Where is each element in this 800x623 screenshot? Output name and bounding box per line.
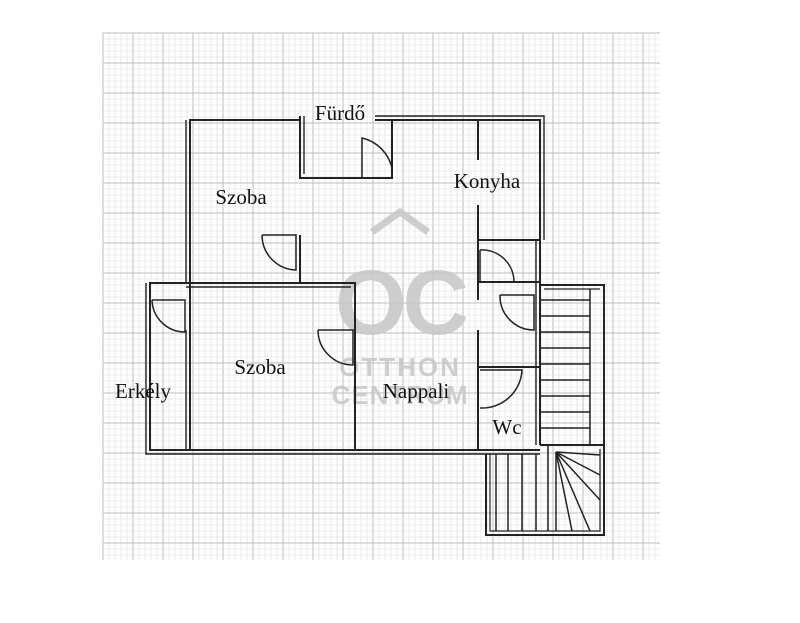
room-label-erkely: Erkély: [115, 379, 171, 403]
room-label-nappali: Nappali: [383, 379, 450, 403]
door-bathroom: [361, 137, 393, 178]
room-label-wc: Wc: [492, 415, 521, 439]
room-label-szoba-lower: Szoba: [234, 355, 286, 379]
door-hall: [499, 294, 535, 331]
walls: [145, 115, 605, 536]
stair-winder: [555, 451, 573, 532]
door-erkely: [151, 299, 186, 333]
watermark-line1: OTTHON: [339, 352, 461, 382]
stair-winder: [555, 451, 601, 456]
wall-erkely: [149, 282, 190, 451]
watermark: OC OTTHON CENTRUM: [332, 207, 471, 410]
room-label-furdo: Fürdő: [315, 101, 365, 125]
stair-winder: [555, 451, 601, 476]
stair-lower-enclosure: [485, 444, 605, 536]
door-szoba-upper: [261, 234, 297, 271]
door-wc: [479, 369, 523, 409]
doors: [151, 137, 535, 409]
room-label-konyha: Konyha: [454, 169, 521, 193]
wall-upper-left: [189, 119, 300, 283]
wall-szoba-lower: [190, 282, 356, 450]
stair-winder: [555, 451, 601, 501]
watermark-logo: OC: [335, 252, 467, 354]
staircase: [495, 289, 601, 532]
grid-background: [102, 32, 660, 560]
stair-winder: [555, 451, 591, 532]
watermark-roof-icon: [369, 207, 431, 235]
wall-bathroom: [299, 116, 393, 179]
wall-upper-right: [375, 119, 541, 240]
door-szoba-lower: [317, 329, 354, 366]
room-label-szoba-upper: Szoba: [215, 185, 267, 209]
door-pantry: [479, 249, 515, 283]
